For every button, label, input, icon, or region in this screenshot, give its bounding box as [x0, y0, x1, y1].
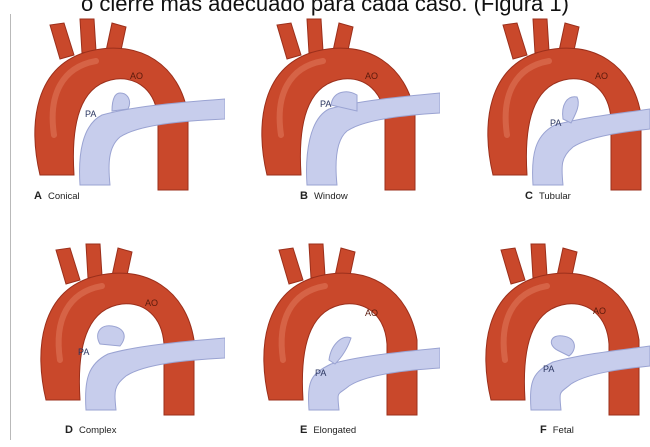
caption-name: Elongated: [313, 425, 356, 436]
ao-label: AO: [595, 71, 608, 81]
ductus-illustration: [445, 240, 650, 445]
pa-label: PA: [543, 364, 554, 374]
ao-label: AO: [130, 71, 143, 81]
pulmonary-artery: [86, 338, 225, 410]
ductus-illustration: [20, 240, 225, 445]
pa-label: PA: [550, 118, 561, 128]
caption-name: Complex: [79, 425, 117, 436]
pa-label: PA: [85, 109, 96, 119]
panel-c-tubular: AO PA C Tubular: [445, 15, 650, 220]
ductus-arteriosus: [563, 97, 579, 123]
panel-a-conical: AO PA A Conical: [20, 15, 225, 220]
ductus-arteriosus: [98, 326, 125, 346]
panel-e-elongated: AO PA E Elongated: [235, 240, 440, 445]
caption-letter: E: [300, 424, 307, 436]
caption-name: Fetal: [553, 425, 574, 436]
pulmonary-artery: [309, 348, 440, 410]
caption-letter: D: [65, 424, 73, 436]
caption-letter: C: [525, 190, 533, 202]
caption: D Complex: [65, 424, 116, 436]
pulmonary-artery: [80, 99, 225, 185]
ductus-arteriosus: [112, 93, 130, 111]
ductus-illustration: [235, 240, 440, 445]
panel-d-complex: AO PA D Complex: [20, 240, 225, 445]
ao-label: AO: [365, 71, 378, 81]
caption-name: Window: [314, 191, 348, 202]
caption-name: Tubular: [539, 191, 571, 202]
caption: F Fetal: [540, 424, 574, 436]
pa-label: PA: [315, 368, 326, 378]
pa-label: PA: [78, 347, 89, 357]
caption: B Window: [300, 190, 348, 202]
caption-name: Conical: [48, 191, 80, 202]
caption-letter: F: [540, 424, 547, 436]
panel-f-fetal: AO PA F Fetal: [445, 240, 650, 445]
pa-label: PA: [320, 99, 331, 109]
ao-label: AO: [365, 308, 378, 318]
ductus-arteriosus: [551, 336, 574, 356]
caption: C Tubular: [525, 190, 571, 202]
caption-letter: B: [300, 190, 308, 202]
page-margin-line: [10, 14, 11, 440]
caption: E Elongated: [300, 424, 356, 436]
ao-label: AO: [593, 306, 606, 316]
panel-b-window: AO PA B Window: [235, 15, 440, 220]
caption: A Conical: [34, 190, 80, 202]
ao-label: AO: [145, 298, 158, 308]
caption-letter: A: [34, 190, 42, 202]
